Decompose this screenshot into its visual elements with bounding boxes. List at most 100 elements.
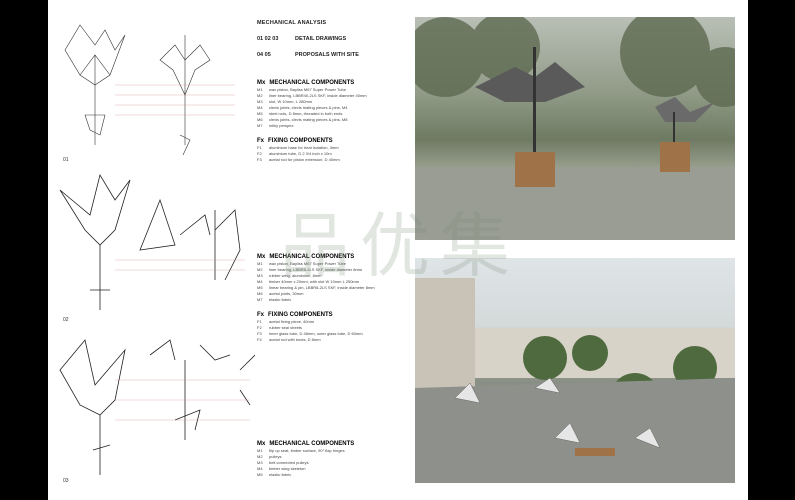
component-row: M7 elastic fabric bbox=[257, 297, 412, 303]
toc-numbers: 01 02 03 bbox=[257, 36, 279, 42]
component-description: liner bearing, LBBR8-2LS SKF, inside dia… bbox=[269, 267, 363, 272]
component-code: M4 bbox=[257, 279, 263, 284]
component-code: M5 bbox=[257, 111, 263, 116]
component-row: M3 belt connected pulleys bbox=[257, 460, 412, 466]
component-code: F1 bbox=[257, 145, 262, 150]
component-row: M3 rubber wing, aluminium, 8mm bbox=[257, 273, 412, 279]
section-heading: MECHANICAL COMPONENTS bbox=[269, 254, 355, 260]
section-prefix: Fx bbox=[257, 312, 265, 318]
component-code: M4 bbox=[257, 466, 263, 471]
section-heading: FIXING COMPONENTS bbox=[268, 138, 333, 144]
component-description: flip up seat, timber surface, 90° flap h… bbox=[269, 448, 345, 453]
component-row: M1 flip up seat, timber surface, 90° flap… bbox=[257, 448, 412, 454]
component-description: clevis joints, clevis mating pieces & pi… bbox=[269, 117, 348, 122]
section-heading: FIXING COMPONENTS bbox=[268, 312, 333, 318]
component-description: elastic fabric bbox=[269, 297, 292, 302]
component-description: elastic fabric bbox=[269, 472, 292, 477]
plaza-proposal-photo bbox=[415, 258, 735, 483]
component-code: M6 bbox=[257, 291, 263, 296]
component-row: M2 liner bearing, LBBR40-2LS SKF, inside … bbox=[257, 93, 412, 99]
component-description: belt connected pulleys bbox=[269, 460, 309, 465]
component-row: F4 acetal rod with knots, D 8mm bbox=[257, 337, 412, 343]
component-row: M2 liner bearing, LBBR8-2LS SKF, inside d… bbox=[257, 267, 412, 273]
component-description: pulleys bbox=[269, 454, 282, 459]
component-row: M6 acetal joints, 30mm bbox=[257, 291, 412, 297]
component-code: M2 bbox=[257, 267, 263, 272]
component-code: F3 bbox=[257, 157, 262, 162]
component-code: M3 bbox=[257, 99, 263, 104]
component-code: M2 bbox=[257, 454, 263, 459]
toc-item: 04 05 PROPOSALS WITH SITE bbox=[257, 52, 412, 58]
section-heading: MECHANICAL COMPONENTS bbox=[269, 80, 355, 86]
component-description: liner bearing, LBBR40-2LS SKF, inside di… bbox=[269, 93, 367, 98]
component-code: F2 bbox=[257, 151, 262, 156]
component-description: steel rods, D 8mm, threaded in both ends bbox=[269, 111, 343, 116]
component-code: M1 bbox=[257, 261, 263, 266]
component-description: linear bearing & pin, LBBR8-2LS SKF, ins… bbox=[269, 285, 375, 290]
detail-drawing-01 bbox=[64, 24, 235, 156]
component-code: M7 bbox=[257, 297, 263, 302]
toc-label: PROPOSALS WITH SITE bbox=[295, 52, 359, 58]
section-prefix: Mx bbox=[257, 80, 266, 86]
component-code: F1 bbox=[257, 319, 262, 324]
detail-drawing-03 bbox=[59, 339, 255, 475]
figure-number: 01 bbox=[63, 157, 69, 163]
section-prefix: Mx bbox=[257, 441, 266, 447]
header: MECHANICAL ANALYSIS 01 02 03 DETAIL DRAWI… bbox=[257, 20, 412, 58]
component-description: acetal fixing piece, 40mm bbox=[269, 319, 315, 324]
component-code: F4 bbox=[257, 337, 262, 342]
component-code: F3 bbox=[257, 331, 262, 336]
component-description: timber wing skeleton bbox=[269, 466, 306, 471]
component-description: slot, W 10mm, L 280mm bbox=[269, 99, 313, 104]
component-description: rubber wing, aluminium, 8mm bbox=[269, 273, 322, 278]
component-description: wax piston, Bayliss M67 Super Power Tube bbox=[269, 87, 346, 92]
section-prefix: Mx bbox=[257, 254, 266, 260]
component-row: F2 rubber seal sheets bbox=[257, 325, 412, 331]
component-code: M6 bbox=[257, 117, 263, 122]
component-code: M1 bbox=[257, 448, 263, 453]
section-heading: MECHANICAL COMPONENTS bbox=[269, 441, 355, 447]
component-code: M3 bbox=[257, 273, 263, 278]
component-code: M2 bbox=[257, 93, 263, 98]
page-title: MECHANICAL ANALYSIS bbox=[257, 20, 327, 26]
component-row: M3 slot, W 10mm, L 280mm bbox=[257, 99, 412, 105]
component-code: M3 bbox=[257, 460, 263, 465]
component-row: M1 wax piston, Bayliss M67 Super Power Tu… bbox=[257, 87, 412, 93]
toc-label: DETAIL DRAWINGS bbox=[295, 36, 347, 42]
component-description: aluminium tube, D 2 3/4 inch x 10m bbox=[269, 151, 332, 156]
component-description: rubber seal sheets bbox=[269, 325, 302, 330]
component-row: M2 pulleys bbox=[257, 454, 412, 460]
component-description: acetal rod for piston extension, D 40mm bbox=[269, 157, 340, 162]
component-row: M5 steel rods, D 8mm, threaded in both en… bbox=[257, 111, 412, 117]
component-description: acetal rod with knots, D 8mm bbox=[269, 337, 321, 342]
figure-number: 03 bbox=[63, 478, 69, 484]
component-code: M7 bbox=[257, 123, 263, 128]
toc-item: 01 02 03 DETAIL DRAWINGS bbox=[257, 36, 412, 42]
component-code: F2 bbox=[257, 325, 262, 330]
component-row: M6 clevis joints, clevis mating pieces & … bbox=[257, 117, 412, 123]
figure-number: 02 bbox=[63, 317, 69, 323]
component-row: F2 aluminium tube, D 2 3/4 inch x 10m bbox=[257, 151, 412, 157]
toc-numbers: 04 05 bbox=[257, 52, 271, 58]
component-description: acetal joints, 30mm bbox=[269, 291, 304, 296]
component-row: F1 acetal fixing piece, 40mm bbox=[257, 319, 412, 325]
component-row: M1 wax piston, Bayliss M67 Super Power Tu… bbox=[257, 261, 412, 267]
component-description: wax piston, Bayliss M67 Super Power Tube bbox=[269, 261, 346, 266]
component-code: M1 bbox=[257, 87, 263, 92]
